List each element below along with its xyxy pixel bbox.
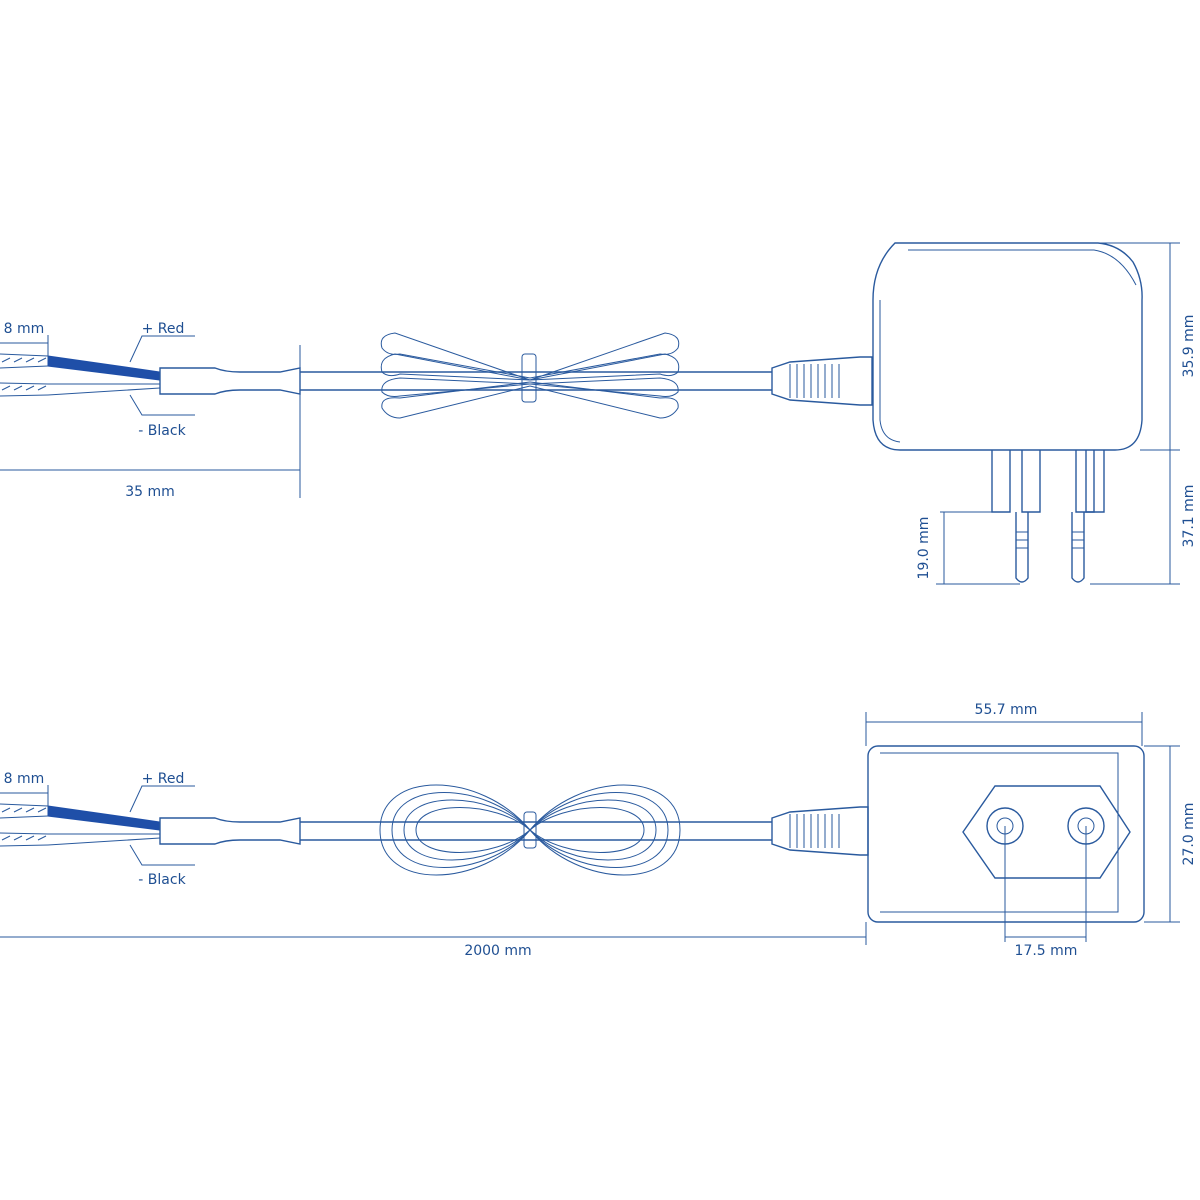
top-pin-length: 19.0 mm bbox=[916, 517, 932, 580]
top-view: 8 mm + Red - Black 35 mm 35.9 mm 37.1 mm… bbox=[0, 242, 1197, 585]
top-cable-bundle bbox=[380, 332, 680, 419]
heat-shrink bbox=[159, 817, 301, 845]
bottom-labels: 8 mm + Red - Black 2000 mm 55.7 mm 27.0 … bbox=[4, 702, 1197, 959]
heat-shrink bbox=[159, 367, 301, 395]
bottom-strip-length: 8 mm bbox=[4, 771, 45, 787]
top-adapter-body bbox=[872, 242, 1143, 451]
red-wire bbox=[47, 355, 161, 381]
plug-outline bbox=[962, 785, 1131, 879]
top-dimensions bbox=[0, 242, 1180, 585]
bottom-adapter-body bbox=[867, 745, 1145, 923]
top-plug-pins bbox=[991, 450, 1105, 583]
bottom-black-label: - Black bbox=[138, 872, 186, 888]
top-lead-length: 35 mm bbox=[125, 484, 175, 500]
top-plug-height: 37.1 mm bbox=[1181, 485, 1197, 548]
bottom-view: 8 mm + Red - Black 2000 mm 55.7 mm 27.0 … bbox=[0, 702, 1197, 959]
top-strip-length: 8 mm bbox=[4, 321, 45, 337]
top-body-height: 35.9 mm bbox=[1181, 315, 1197, 378]
top-wire-ends bbox=[0, 353, 301, 397]
top-labels: 8 mm + Red - Black 35 mm 35.9 mm 37.1 mm… bbox=[4, 315, 1197, 580]
top-black-label: - Black bbox=[138, 423, 186, 439]
red-wire bbox=[47, 805, 161, 831]
bottom-body-width: 55.7 mm bbox=[975, 702, 1038, 718]
bottom-dimensions bbox=[0, 712, 1180, 945]
top-strain-relief bbox=[771, 356, 873, 406]
black-wire bbox=[47, 383, 161, 396]
bottom-cable-length: 2000 mm bbox=[464, 943, 531, 959]
bottom-strain-relief bbox=[771, 806, 869, 856]
bottom-red-label: + Red bbox=[142, 771, 185, 787]
bottom-cable-coil bbox=[379, 784, 681, 876]
black-wire bbox=[47, 833, 161, 846]
bottom-wire-ends bbox=[0, 803, 301, 847]
top-red-label: + Red bbox=[142, 321, 185, 337]
bottom-pin-spacing: 17.5 mm bbox=[1015, 943, 1078, 959]
bottom-body-depth: 27.0 mm bbox=[1181, 803, 1197, 866]
